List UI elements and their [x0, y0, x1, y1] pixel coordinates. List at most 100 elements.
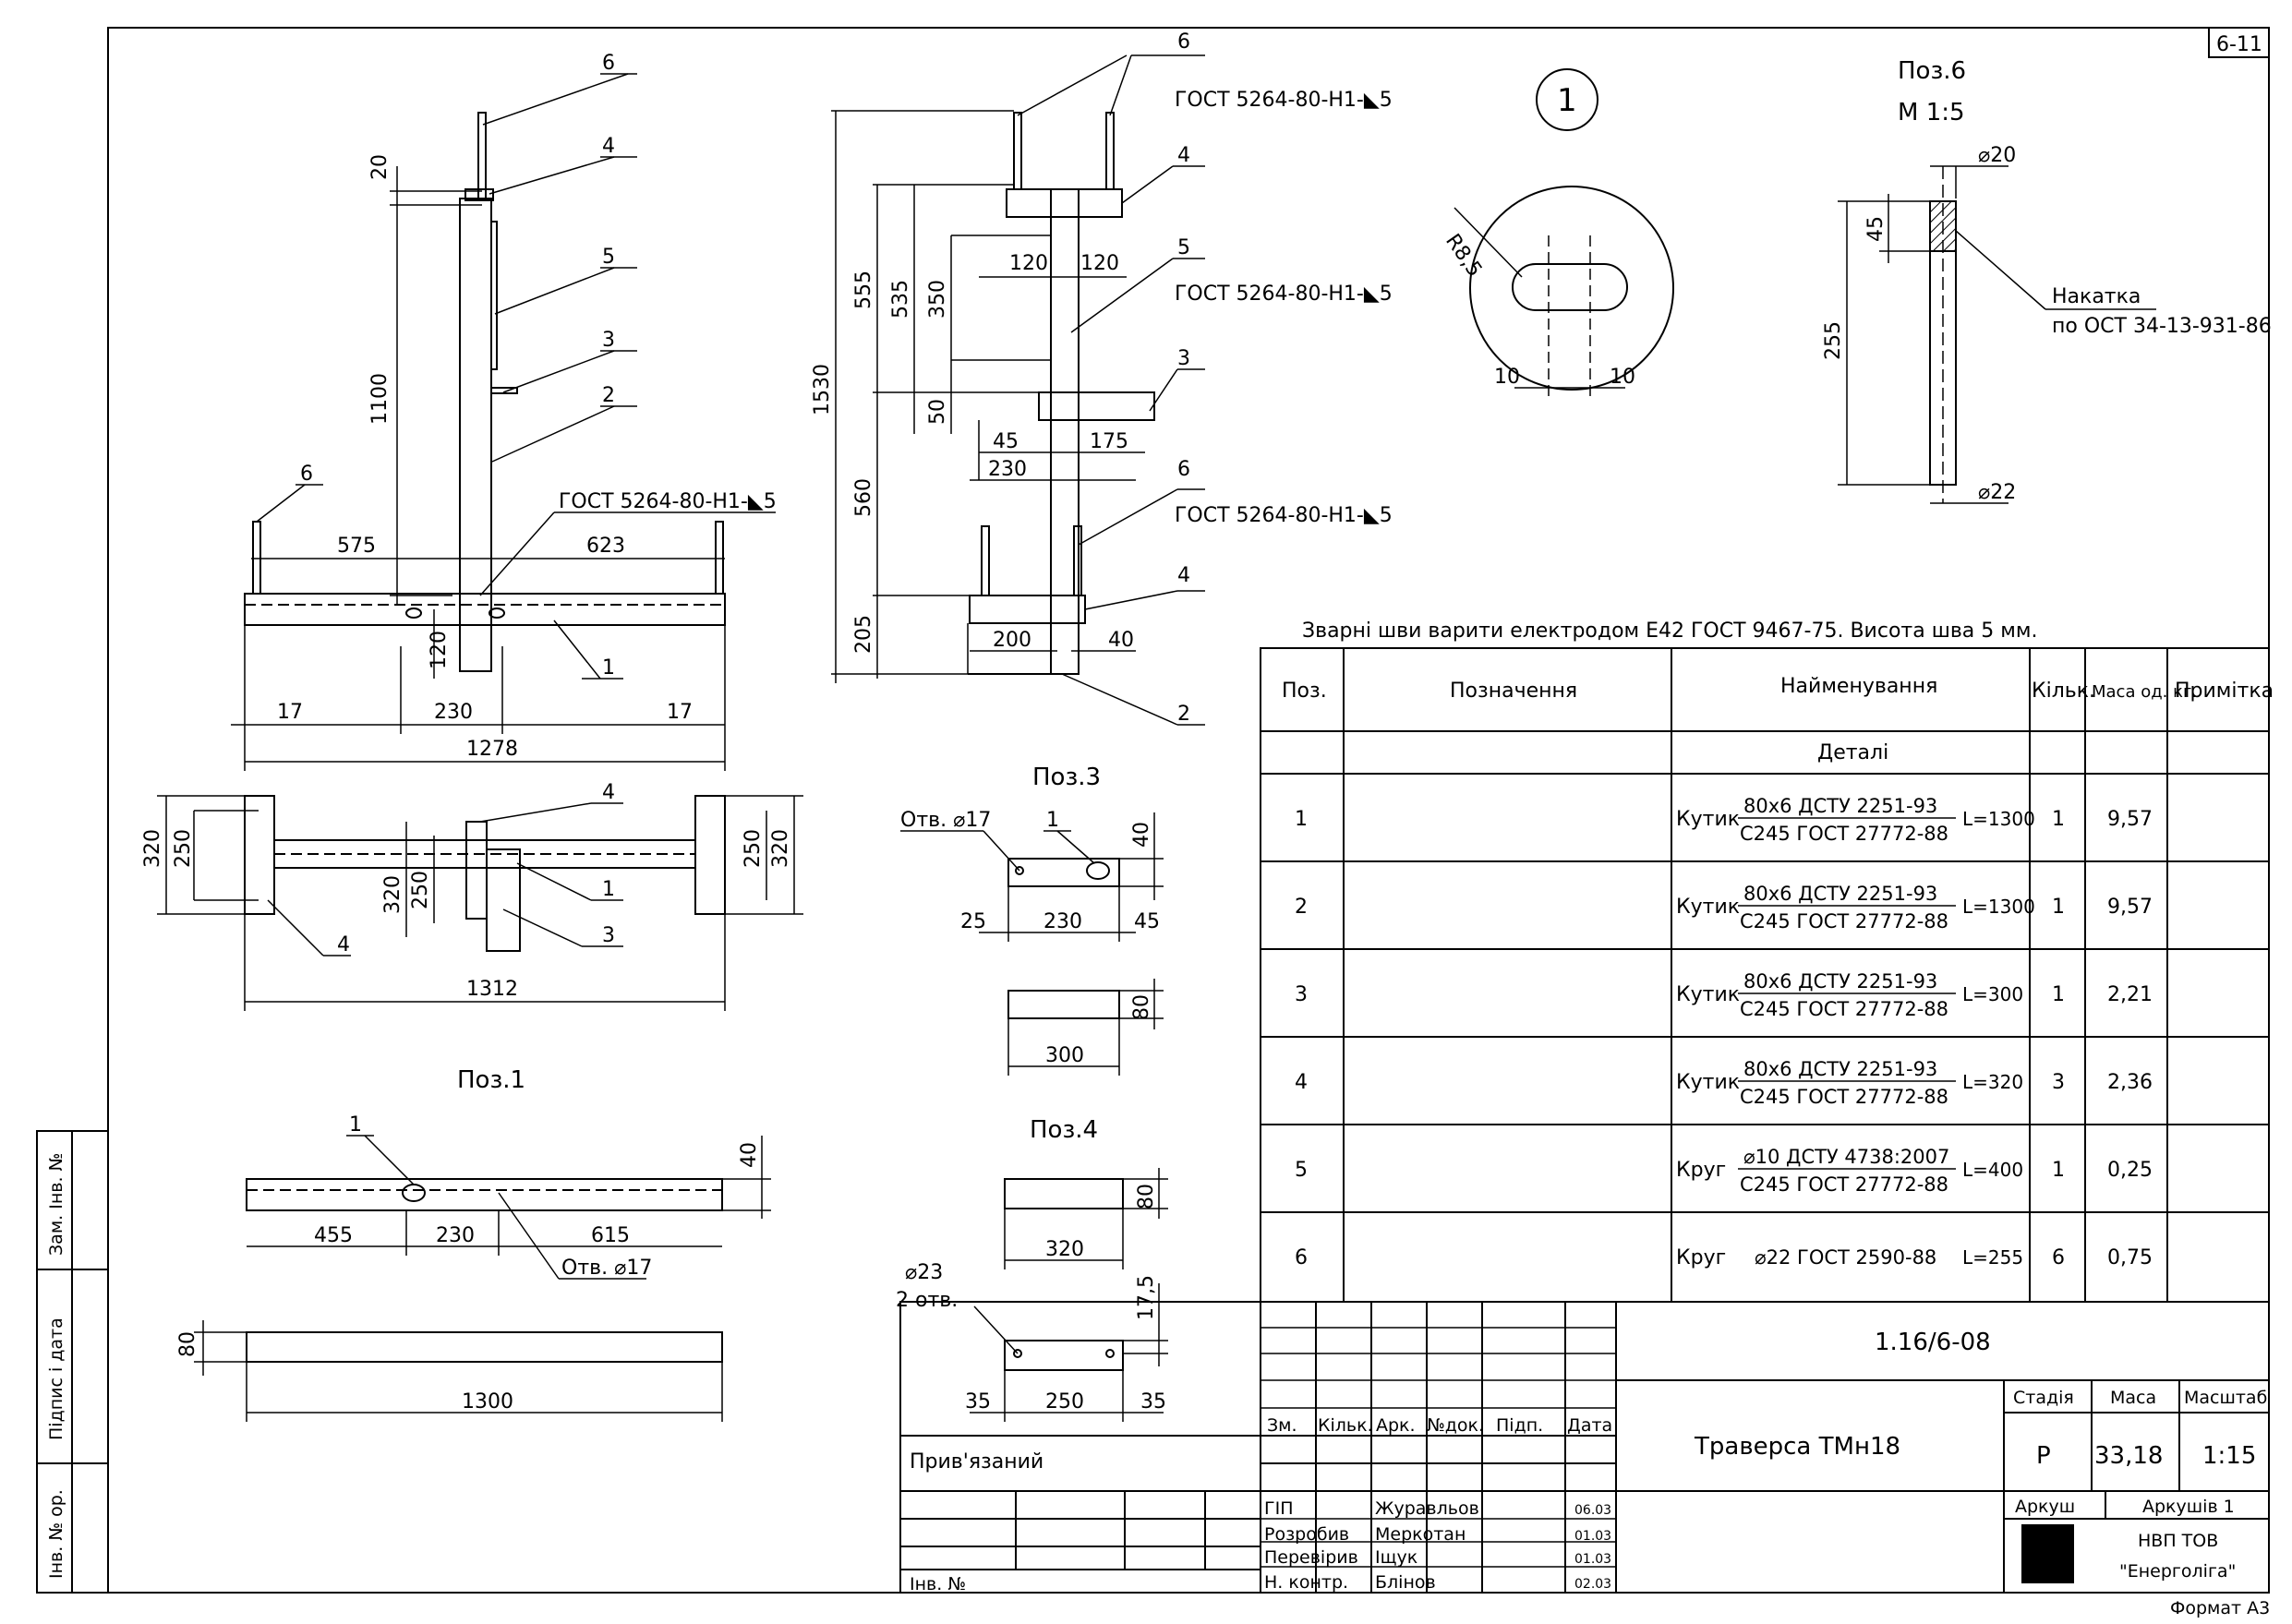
spec-header-note: Примітка: [2175, 680, 2274, 703]
role-name: Іщук: [1375, 1547, 1417, 1568]
dim-label: 175: [1090, 430, 1128, 453]
stamp-replace-inv: Зам. Інв. №: [46, 1153, 66, 1256]
spec-row-pos: 6: [1295, 1246, 1308, 1269]
format-label: Формат А3: [2170, 1598, 2270, 1618]
front-view: [231, 73, 776, 771]
org-line2: "Енерголіга": [2119, 1561, 2236, 1582]
leader-label: 3: [602, 924, 615, 947]
drawing-title: Траверса ТМн18: [1694, 1433, 1900, 1461]
spec-row-qty: 1: [2052, 896, 2065, 919]
col-header: Арк.: [1376, 1415, 1416, 1436]
spec-row-type: Кутик: [1676, 896, 1740, 919]
inv-label: Інв. №: [910, 1574, 966, 1594]
spec-row-pos: 1: [1295, 808, 1308, 831]
spec-row-qty: 6: [2052, 1246, 2065, 1269]
spec-row-mass: 9,57: [2107, 808, 2153, 831]
leader-label: 1: [1046, 809, 1059, 832]
spec-row-std-top: 80х6 ДСТУ 2251-93: [1743, 970, 1937, 992]
dim-label: 320: [141, 829, 164, 868]
radius-label: R8,5: [1441, 230, 1486, 282]
dim-label: 1278: [466, 738, 518, 761]
dim-label: 255: [1822, 321, 1845, 360]
role-name: Блінов: [1375, 1572, 1436, 1593]
spec-row-std-top: ⌀22 ГОСТ 2590-88: [1755, 1246, 1936, 1269]
dim-label: 20: [368, 154, 392, 180]
leader-label: 1: [602, 878, 615, 901]
spec-row-qty: 1: [2052, 1159, 2065, 1182]
dim-label: 250: [1045, 1390, 1084, 1413]
spec-row-mass: 0,25: [2107, 1159, 2153, 1182]
dim-label: 80: [1130, 994, 1153, 1020]
stamp-sign-date: Підпис і дата: [46, 1317, 66, 1440]
role-date: 06.03: [1574, 1503, 1611, 1518]
leader-label: 4: [1177, 564, 1190, 587]
gost-label: ГОСТ 5264-80-Н1-◣5: [1175, 283, 1393, 306]
leader-label: 6: [602, 52, 615, 75]
dim-label: 300: [1045, 1044, 1084, 1067]
gost-label: ГОСТ 5264-80-Н1-◣5: [1175, 504, 1393, 527]
dim-label: 40: [1108, 629, 1134, 652]
dim-label: 560: [852, 478, 875, 517]
leader-label: 3: [1177, 347, 1190, 370]
scale-label: Масштаб: [2184, 1388, 2267, 1408]
spec-row-type: Круг: [1676, 1159, 1726, 1182]
leader-label: 6: [1177, 458, 1190, 481]
dim-label: 120: [1080, 252, 1119, 275]
knurl-std-label: по ОСТ 34-13-931-86: [2052, 315, 2272, 338]
sheet-label: Аркуш: [2015, 1497, 2075, 1517]
col-header: №док.: [1427, 1415, 1484, 1436]
dim-label: 17: [277, 701, 303, 724]
spec-row-type: Кутик: [1676, 808, 1740, 831]
leader-label: 4: [602, 781, 615, 804]
dim-label: 1300: [462, 1390, 513, 1413]
spec-row-pos: 3: [1295, 983, 1308, 1006]
dim-label: 17: [667, 701, 693, 724]
spec-row-pos: 2: [1295, 896, 1308, 919]
sheet-id-box: [2208, 27, 2270, 58]
dim-label: 35: [1140, 1390, 1166, 1413]
spec-row-std-bottom: С245 ГОСТ 27772-88: [1740, 910, 1948, 932]
sheets-label: Аркушів 1: [2142, 1497, 2235, 1517]
pos6-detail: [1838, 165, 2156, 504]
spec-section: Деталі: [1817, 741, 1888, 764]
dim-label: 623: [586, 535, 625, 558]
side-view: [831, 54, 1205, 726]
leader-label: 4: [1177, 144, 1190, 167]
hole-label: Отв. ⌀17: [900, 809, 991, 832]
dim-label: 40: [738, 1142, 761, 1168]
role-title: Н. контр.: [1264, 1572, 1348, 1593]
pos1-detail: [194, 1135, 771, 1422]
dim-label: 320: [1045, 1238, 1084, 1261]
diameter-label: ⌀22: [1978, 481, 2016, 504]
pos4-detail: [970, 1168, 1168, 1422]
spec-row-qty: 1: [2052, 983, 2065, 1006]
spec-header-pos: Поз.: [1282, 680, 1327, 703]
scale-value: 1:15: [2202, 1442, 2256, 1470]
spec-row-type: Кутик: [1676, 983, 1740, 1006]
dim-label: 200: [993, 629, 1031, 652]
side-stamp: [36, 1130, 109, 1594]
dim-label: 50: [926, 399, 949, 425]
slot-detail: [1454, 68, 1674, 397]
col-header: Зм.: [1267, 1415, 1297, 1436]
dim-label: 10: [1610, 366, 1635, 389]
spec-row-std-top: 80х6 ДСТУ 2251-93: [1743, 795, 1937, 817]
role-date: 01.03: [1574, 1552, 1611, 1567]
dim-label: 320: [381, 875, 404, 914]
pos6-title: Поз.6: [1898, 57, 1966, 85]
leader-label: 3: [602, 329, 615, 352]
spec-row-std-bottom: С245 ГОСТ 27772-88: [1740, 998, 1948, 1020]
spec-row-std-top: 80х6 ДСТУ 2251-93: [1743, 883, 1937, 905]
doc-code: 1.16/6-08: [1875, 1329, 1991, 1356]
role-date: 01.03: [1574, 1529, 1611, 1544]
dim-label: 230: [436, 1224, 475, 1247]
spec-row-mass: 2,21: [2107, 983, 2153, 1006]
spec-row-std-bottom: С245 ГОСТ 27772-88: [1740, 1086, 1948, 1108]
leader-label: 1: [349, 1113, 362, 1137]
pos1-title: Поз.1: [457, 1066, 525, 1094]
sheet-id: 6-11: [2216, 33, 2262, 56]
dim-label: 17,5: [1135, 1275, 1158, 1320]
bound-label: Прив'язаний: [910, 1450, 1043, 1474]
